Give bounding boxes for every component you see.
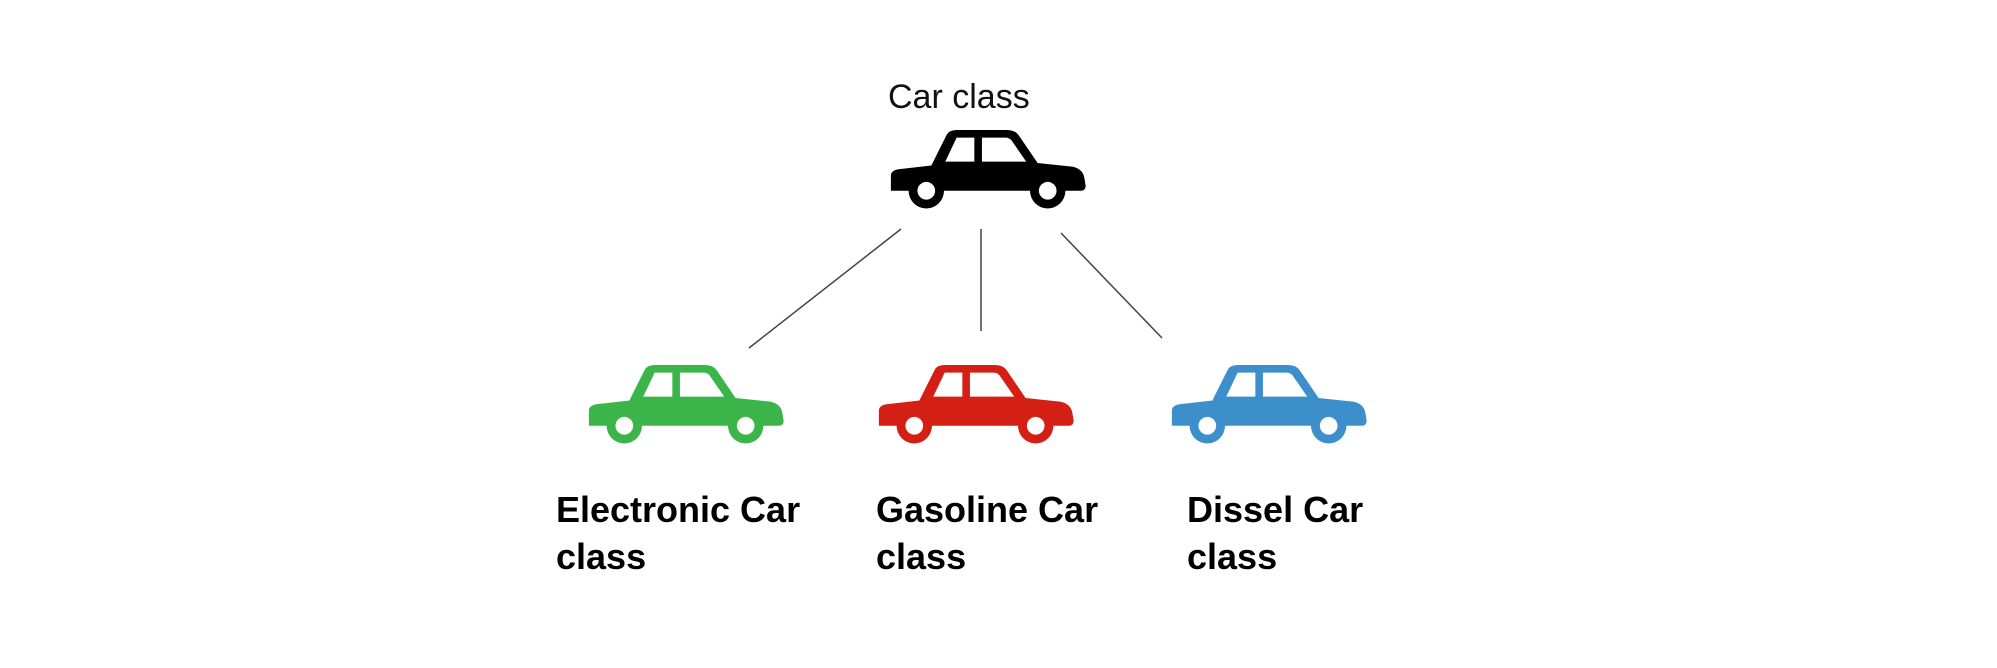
- label-line: class: [1187, 536, 1278, 577]
- label-line: class: [556, 536, 647, 577]
- dissel-car-class-label: Dissel Car class: [1187, 486, 1477, 580]
- electronic-car-class-label: Electronic Car class: [556, 486, 846, 580]
- connector-line-dissel: [1060, 232, 1163, 339]
- label-line: Gasoline Car: [876, 489, 1099, 530]
- car-icon-dissel: [1166, 360, 1370, 446]
- car-icon-root: [885, 125, 1089, 211]
- car-icon-electronic: [583, 360, 787, 446]
- label-line: class: [876, 536, 967, 577]
- connector-line-electronic: [748, 228, 902, 349]
- label-line: Electronic Car: [556, 489, 801, 530]
- car-icon-gasoline: [873, 360, 1077, 446]
- label-line: Dissel Car: [1187, 489, 1364, 530]
- gasoline-car-class-label: Gasoline Car class: [876, 486, 1166, 580]
- root-class-label: Car class: [888, 78, 1030, 116]
